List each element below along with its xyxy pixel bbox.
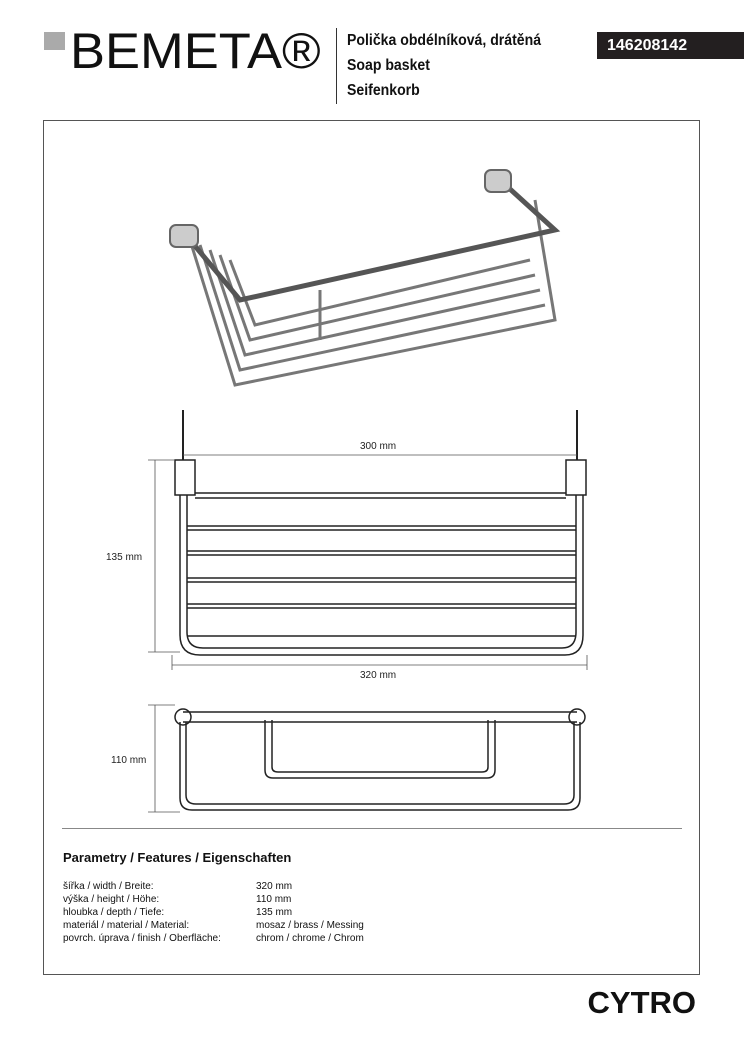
feature-row: povrch. úprava / finish / Oberfläche: chr… [63, 932, 364, 945]
section-divider [62, 828, 682, 829]
series-name: CYTRO [587, 985, 697, 1020]
product-photo [169, 169, 561, 387]
feature-label: šířka / width / Breite: [63, 881, 154, 892]
feature-label: materiál / material / Material: [63, 920, 190, 931]
feature-value: 110 mm [256, 894, 292, 905]
features-title: Parametry / Features / Eigenschaften [63, 850, 292, 865]
content-frame [43, 120, 700, 975]
feature-row: hloubka / depth / Tiefe: 135 mm [63, 906, 364, 919]
feature-value: 135 mm [256, 907, 293, 918]
features-table: šířka / width / Breite: 320 mm výška / he… [63, 880, 364, 945]
feature-row: výška / height / Höhe: 110 mm [63, 893, 364, 906]
front-view-drawing [148, 704, 586, 813]
feature-row: šířka / width / Breite: 320 mm [63, 880, 364, 893]
dim-width: 320 mm [360, 670, 397, 681]
dim-top-width: 300 mm [360, 441, 397, 452]
feature-label: hloubka / depth / Tiefe: [63, 907, 165, 918]
header-divider [336, 28, 337, 104]
title-en: Soap basket [347, 57, 430, 74]
top-view-drawing [148, 410, 588, 670]
feature-row: materiál / material / Material: mosaz / b… [63, 919, 364, 932]
logo-square [44, 32, 65, 50]
dim-height: 110 mm [111, 755, 147, 766]
feature-value: 320 mm [256, 881, 293, 892]
title-de: Seifenkorb [347, 82, 420, 99]
feature-label: povrch. úprava / finish / Oberfläche: [63, 933, 221, 944]
feature-label: výška / height / Höhe: [63, 894, 160, 905]
brand-logo: BEMETA® [70, 23, 321, 79]
product-titles: Polička obdélníková, drátěná Soap basket… [347, 28, 541, 103]
feature-value: mosaz / brass / Messing [256, 920, 364, 931]
product-code: 146208142 [597, 32, 744, 59]
feature-value: chrom / chrome / Chrom [256, 933, 364, 944]
dim-depth: 135 mm [106, 552, 143, 563]
title-cz: Polička obdélníková, drátěná [347, 32, 542, 49]
